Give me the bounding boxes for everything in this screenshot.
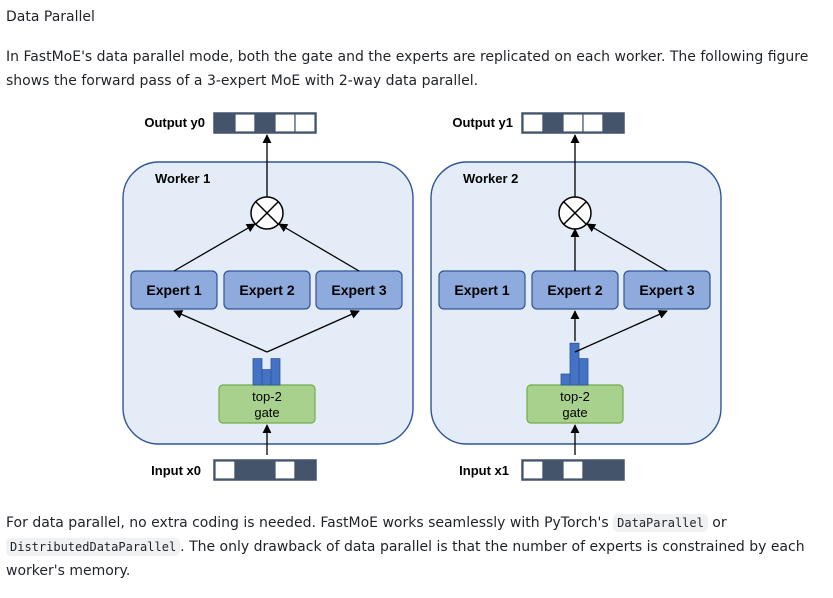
w2-output-vector-frame — [521, 112, 625, 134]
w1-input-vector-cell — [294, 460, 316, 480]
w2-gate-line-2: gate — [562, 405, 587, 420]
w1-gate-score-bar-2 — [261, 369, 272, 386]
w1-output-vector-cell — [294, 113, 316, 133]
w1-expert-3-label: Expert 3 — [331, 282, 386, 298]
section-heading: Data Parallel — [6, 9, 95, 25]
w2-expert-1-label: Expert 1 — [454, 282, 509, 298]
w1-input-vector-cell — [234, 460, 256, 480]
w1-expert-2-label: Expert 2 — [239, 282, 294, 298]
w2-gate-score-bar-1 — [560, 373, 571, 386]
w2-output-vector-cell — [602, 113, 624, 133]
w1-title: Worker 1 — [155, 171, 210, 186]
w2-expert-3-label: Expert 3 — [639, 282, 694, 298]
w1-output-vector-cell — [214, 113, 236, 133]
w2-gate-line-1: top-2 — [560, 389, 590, 404]
w2-arrow-expert3-to-combine — [586, 223, 668, 272]
outro-text-3: . The only drawback of data parallel is … — [6, 539, 805, 579]
code-dataparallel: DataParallel — [613, 514, 708, 532]
w2-input-vector-cell — [582, 460, 604, 480]
w1-gate-line-1: top-2 — [252, 389, 282, 404]
w2-combine-cross-b — [563, 201, 587, 225]
w1-arrow-gate-to-expert1 — [173, 310, 268, 353]
outro-text-2: or — [707, 515, 727, 531]
w1-output-label: Output y0 — [144, 115, 205, 130]
w1-gate-line-2: gate — [254, 405, 279, 420]
w2-output-label: Output y1 — [452, 115, 513, 130]
w2-expert-1 — [438, 270, 526, 310]
w1-output-vector-frame — [213, 112, 317, 134]
w2-gate-score-bar-2 — [569, 342, 580, 386]
w1-gate-score-bar-1 — [252, 358, 263, 386]
w2-title: Worker 2 — [463, 171, 518, 186]
w1-input-vector-cell — [254, 460, 276, 480]
outro-text-1: For data parallel, no extra coding is ne… — [6, 515, 614, 531]
w1-input-vector-cell — [214, 460, 236, 480]
data-parallel-figure: Worker 1 Output y0 Input x0 Expert 1 Expert … — [0, 105, 833, 500]
w2-output-vector-cell — [582, 113, 604, 133]
w2-output-vector-cell — [522, 113, 544, 133]
w1-gate-score-bar-3 — [270, 358, 281, 386]
w2-expert-2-label: Expert 2 — [547, 282, 602, 298]
w1-arrow-gate-to-expert3 — [266, 310, 360, 353]
w2-input-vector-cell — [602, 460, 624, 480]
w2-input-vector-cell — [522, 460, 544, 480]
w2-gate-score-bar-3 — [578, 358, 589, 386]
w1-output-vector-cell — [234, 113, 256, 133]
w2-output-vector-cell — [542, 113, 564, 133]
w1-output-vector-cell — [274, 113, 296, 133]
w1-combine-cross-b — [255, 201, 279, 225]
w1-output-vector-cell — [254, 113, 276, 133]
w1-arrow-expert1-to-combine — [173, 223, 256, 272]
w1-arrow-expert3-to-combine — [278, 223, 360, 272]
w1-input-vector-frame — [213, 459, 317, 481]
w1-input-vector-cell — [274, 460, 296, 480]
w2-input-vector-cell — [542, 460, 564, 480]
code-distributeddataparallel: DistributedDataParallel — [6, 538, 181, 556]
w1-expert-2 — [223, 270, 311, 310]
outro-paragraph: For data parallel, no extra coding is ne… — [6, 511, 821, 583]
w2-arrow-gate-to-expert3 — [574, 310, 668, 353]
w1-expert-1-label: Expert 1 — [146, 282, 201, 298]
w2-input-label: Input x1 — [459, 463, 509, 478]
w2-output-vector-cell — [562, 113, 584, 133]
w1-input-label: Input x0 — [151, 463, 201, 478]
figure-svg: Worker 1 Output y0 Input x0 Expert 1 Expert … — [122, 112, 722, 481]
w2-input-vector-frame — [521, 459, 625, 481]
intro-paragraph: In FastMoE's data parallel mode, both th… — [6, 49, 809, 89]
w2-input-vector-cell — [562, 460, 584, 480]
